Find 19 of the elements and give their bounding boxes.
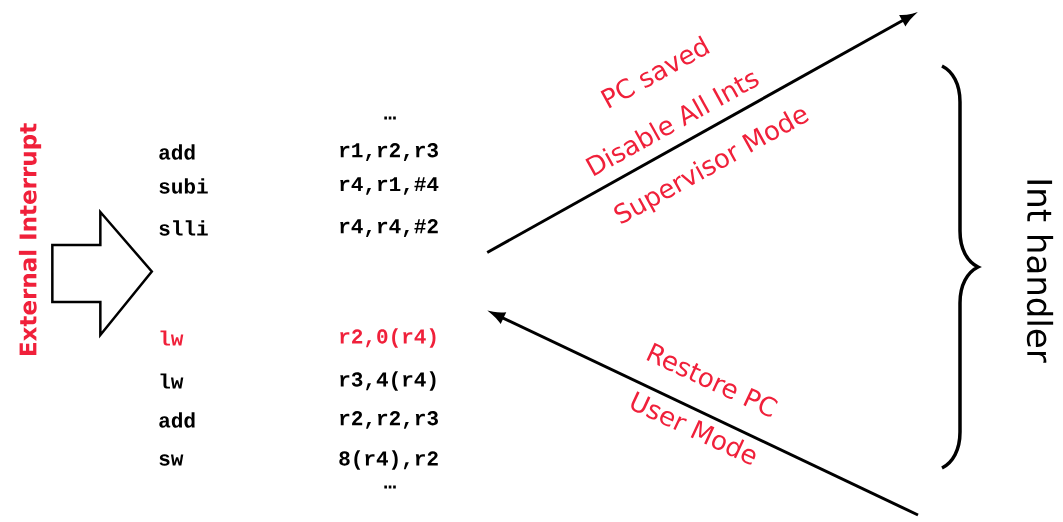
code-text: add xyxy=(159,144,195,160)
code-text: slli xyxy=(159,220,208,236)
code-text: r4,r1,#4 xyxy=(340,177,439,195)
code-text: lw xyxy=(160,373,184,389)
code-text: subi xyxy=(159,178,208,194)
code-text: r4,r4,#2 xyxy=(340,219,438,237)
code-text: lw xyxy=(160,330,184,346)
code-text: sw xyxy=(159,454,184,466)
rotated-label: External Interrupt xyxy=(18,123,42,356)
block-arrow xyxy=(51,208,154,339)
code-text: r3,4(r4) xyxy=(340,371,436,391)
code-text: add xyxy=(159,412,195,428)
code-text: r2,r2,r3 xyxy=(340,411,438,429)
code-text: … xyxy=(384,116,396,120)
text-label: Int handler xyxy=(1026,180,1054,363)
code-text: … xyxy=(384,485,396,489)
code-text: r2,0(r4) xyxy=(340,328,436,348)
code-text: 8(r4),r2 xyxy=(339,450,438,470)
code-text: r1,r2,r3 xyxy=(340,143,438,161)
